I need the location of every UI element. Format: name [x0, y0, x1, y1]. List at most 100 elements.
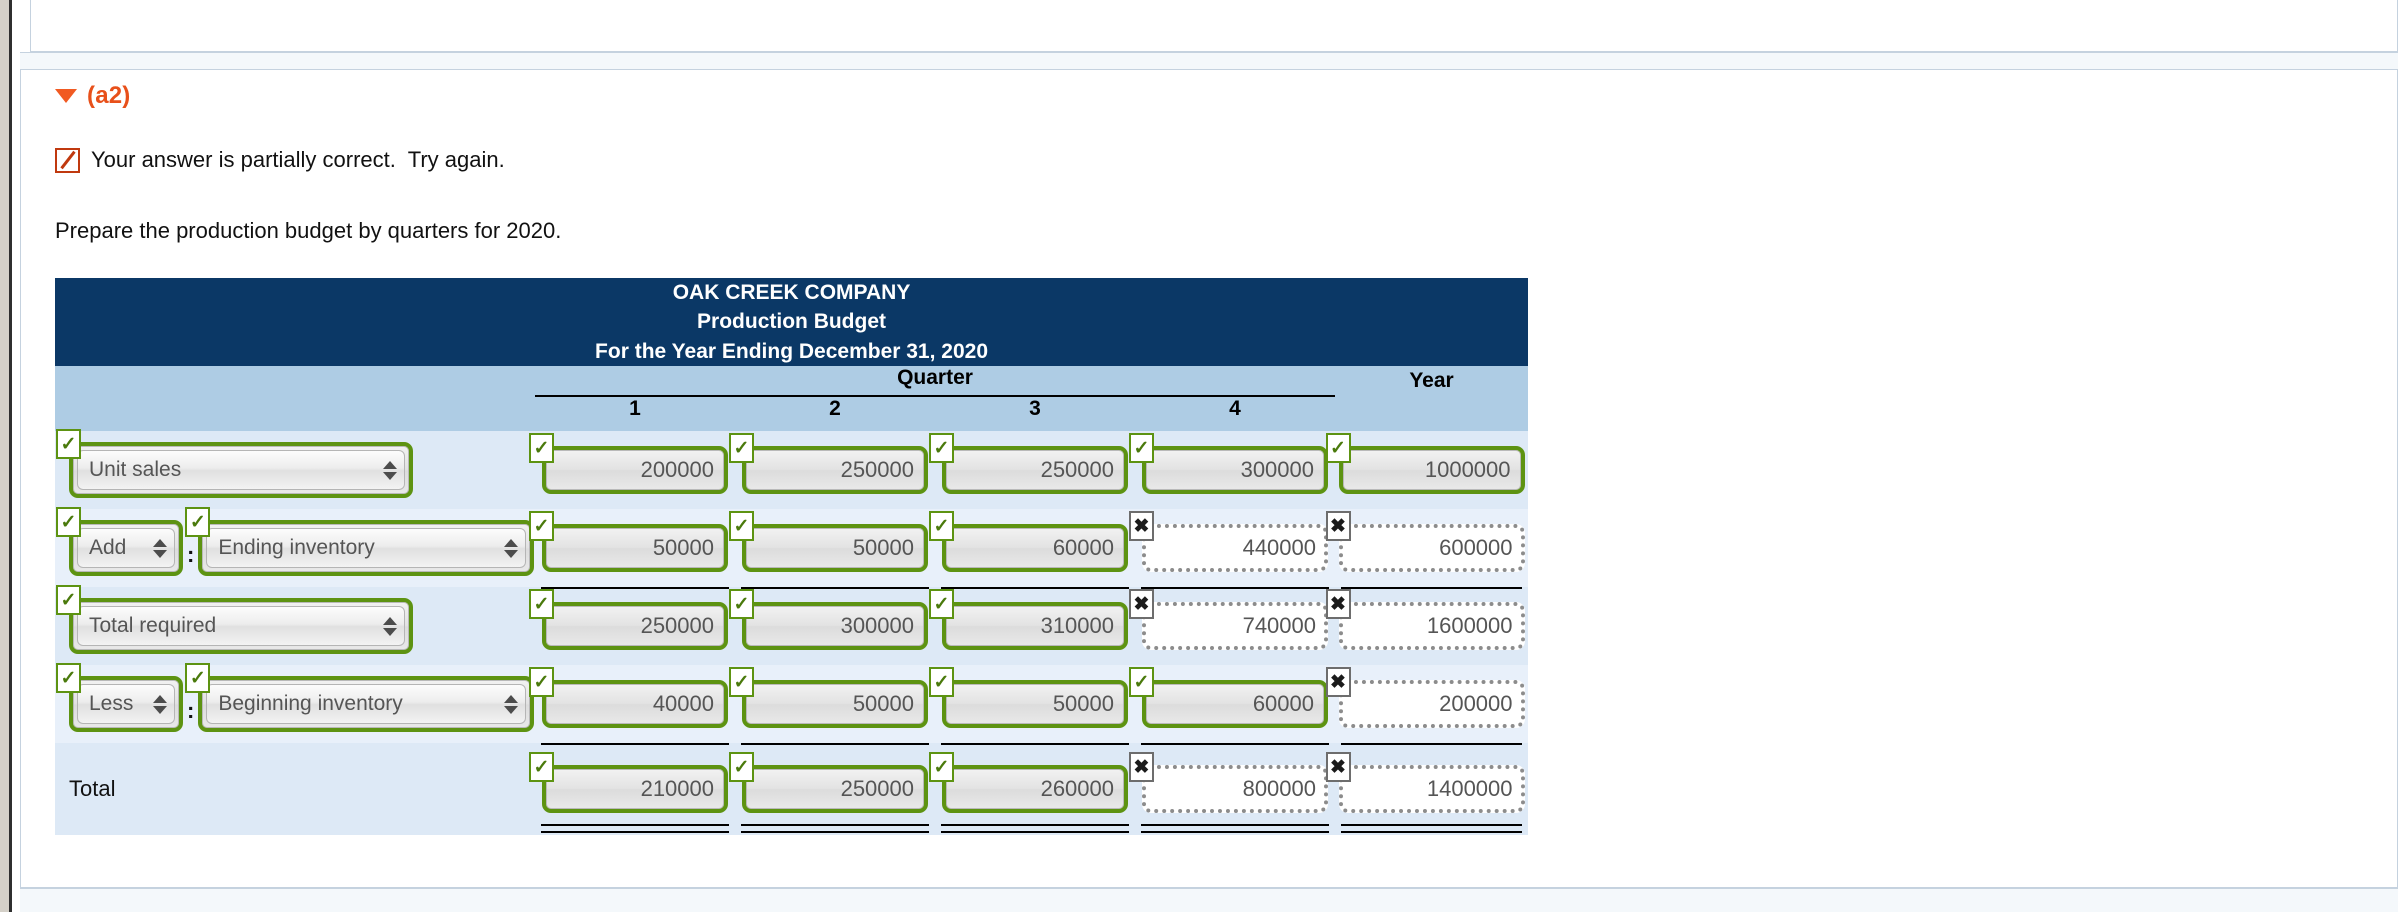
triangle-down-icon[interactable] — [55, 89, 77, 103]
partially-correct-icon — [55, 147, 80, 173]
correct-check-icon: ✓ — [56, 585, 81, 616]
amount-input[interactable]: 50000 — [652, 535, 714, 561]
correct-check-icon: ✓ — [729, 667, 754, 698]
amount-input[interactable]: 50000 — [852, 535, 914, 561]
amount-input[interactable]: 250000 — [1040, 457, 1114, 483]
amount-input[interactable]: 210000 — [640, 776, 714, 802]
quarter-header-4: 4 — [1229, 397, 1241, 421]
amount-input-wrapper[interactable]: ✓ 50000 — [529, 511, 728, 573]
amount-input[interactable]: 250000 — [640, 613, 714, 639]
amount-input[interactable]: 1400000 — [1426, 776, 1513, 802]
account-select-beginning-inventory[interactable]: ✓ Beginning inventory — [185, 663, 535, 733]
amount-input-wrapper[interactable]: ✓ 50000 — [729, 667, 928, 729]
correct-check-icon: ✓ — [929, 667, 954, 698]
table-title-band: OAK CREEK COMPANY Production Budget For … — [55, 278, 1529, 367]
label-separator: : — [187, 698, 195, 724]
year-column-header: Year — [1409, 369, 1454, 393]
correct-check-icon: ✓ — [1129, 433, 1154, 464]
chevron-updown-icon[interactable] — [153, 538, 167, 558]
amount-cell-year: ✖ 1600000 — [1325, 587, 1528, 665]
select-value: Total required — [89, 614, 217, 638]
chevron-updown-icon[interactable] — [504, 694, 519, 714]
group-header-row: Quarter Year — [55, 366, 1529, 392]
amount-input-wrapper[interactable]: ✖ 200000 — [1325, 667, 1525, 729]
amount-input-wrapper[interactable]: ✓ 50000 — [929, 667, 1128, 729]
amount-cell-year: ✖ 600000 — [1325, 509, 1528, 587]
amount-cell-q2: ✓ 50000 — [729, 665, 935, 743]
amount-input-wrapper[interactable]: ✓ 250000 — [729, 752, 928, 814]
title-line-period: For the Year Ending December 31, 2020 — [595, 339, 988, 363]
amount-cell-q2: ✓ 300000 — [729, 587, 935, 665]
correct-check-icon: ✓ — [729, 752, 754, 783]
amount-input-wrapper[interactable]: ✓ 60000 — [929, 511, 1128, 573]
chevron-updown-icon[interactable] — [383, 460, 397, 480]
part-a2-header[interactable]: (a2) — [55, 82, 130, 110]
incorrect-x-icon: ✖ — [1129, 752, 1154, 783]
amount-input[interactable]: 600000 — [1439, 535, 1513, 561]
select-value: Ending inventory — [218, 536, 375, 560]
amount-input-wrapper[interactable]: ✖ 600000 — [1325, 511, 1525, 573]
amount-input-wrapper[interactable]: ✓ 1000000 — [1325, 433, 1525, 495]
amount-input[interactable]: 200000 — [640, 457, 714, 483]
table-row: Total ✓ 210000 ✓ 250000 ✓ 260000 — [55, 743, 1529, 836]
amount-input-wrapper[interactable]: ✓ 210000 — [529, 752, 728, 814]
chevron-updown-icon[interactable] — [153, 694, 167, 714]
account-select-total-required[interactable]: ✓ Total required — [56, 585, 413, 655]
panel-separator — [20, 52, 2398, 70]
amount-input-wrapper[interactable]: ✓ 250000 — [729, 433, 928, 495]
quarter-group-header: Quarter — [897, 366, 973, 390]
amount-input[interactable]: 60000 — [1252, 691, 1314, 717]
quarter-number-row: 1 2 3 4 — [55, 396, 1529, 422]
amount-input[interactable]: 740000 — [1242, 613, 1316, 639]
amount-input[interactable]: 1000000 — [1424, 457, 1511, 483]
chevron-updown-icon[interactable] — [504, 538, 519, 558]
window-scroll-gutter[interactable] — [0, 0, 12, 912]
previous-question-panel — [30, 0, 2398, 52]
amount-input[interactable]: 50000 — [1052, 691, 1114, 717]
row-label-cell-ending-inventory: ✓ Add : ✓ Ending invent — [55, 507, 535, 587]
amount-input-wrapper[interactable]: ✓ 250000 — [529, 589, 728, 651]
operator-select-less[interactable]: ✓ Less — [56, 663, 183, 733]
amount-input[interactable]: 50000 — [852, 691, 914, 717]
amount-input-wrapper[interactable]: ✖ 800000 — [1129, 752, 1328, 814]
correct-check-icon: ✓ — [56, 507, 81, 538]
amount-input-wrapper[interactable]: ✖ 740000 — [1129, 589, 1328, 651]
amount-input-wrapper[interactable]: ✓ 40000 — [529, 667, 728, 729]
amount-input[interactable]: 60000 — [1052, 535, 1114, 561]
amount-input[interactable]: 300000 — [840, 613, 914, 639]
amount-input[interactable]: 40000 — [652, 691, 714, 717]
header-bottom-spacer-row — [55, 421, 1529, 432]
amount-input[interactable]: 1600000 — [1426, 613, 1513, 639]
amount-input[interactable]: 300000 — [1240, 457, 1314, 483]
amount-input-wrapper[interactable]: ✖ 1400000 — [1325, 752, 1525, 814]
amount-input-wrapper[interactable]: ✓ 200000 — [529, 433, 728, 495]
correct-check-icon: ✓ — [729, 433, 754, 464]
amount-input-wrapper[interactable]: ✖ 440000 — [1129, 511, 1328, 573]
amount-input[interactable]: 800000 — [1242, 776, 1316, 802]
amount-input-wrapper[interactable]: ✓ 260000 — [929, 752, 1128, 814]
feedback-text: Your answer is partially correct. Try ag… — [91, 147, 505, 172]
amount-input[interactable]: 260000 — [1040, 776, 1114, 802]
chevron-updown-icon[interactable] — [383, 616, 397, 636]
amount-input-wrapper[interactable]: ✓ 300000 — [1129, 433, 1328, 495]
amount-input-wrapper[interactable]: ✓ 250000 — [929, 433, 1128, 495]
account-select-unit-sales[interactable]: ✓ Unit sales — [56, 429, 413, 499]
amount-input[interactable]: 310000 — [1040, 613, 1114, 639]
amount-input-wrapper[interactable]: ✓ 300000 — [729, 589, 928, 651]
quarter-header-3: 3 — [1029, 397, 1041, 421]
amount-input-wrapper[interactable]: ✓ 50000 — [729, 511, 928, 573]
amount-input[interactable]: 440000 — [1242, 535, 1316, 561]
account-select-ending-inventory[interactable]: ✓ Ending inventory — [185, 507, 535, 577]
amount-input[interactable]: 250000 — [840, 457, 914, 483]
amount-input-wrapper[interactable]: ✓ 310000 — [929, 589, 1128, 651]
header-blank-cell-3 — [55, 396, 535, 421]
amount-input[interactable]: 200000 — [1439, 691, 1513, 717]
amount-input-wrapper[interactable]: ✖ 1600000 — [1325, 589, 1525, 651]
amount-input-wrapper[interactable]: ✓ 60000 — [1129, 667, 1328, 729]
amount-cell-q3: ✓ 250000 — [929, 431, 1135, 509]
correct-check-icon: ✓ — [929, 511, 954, 542]
amount-input[interactable]: 250000 — [840, 776, 914, 802]
correct-check-icon: ✓ — [1325, 433, 1351, 464]
operator-select-add[interactable]: ✓ Add — [56, 507, 183, 577]
feedback-row: Your answer is partially correct. Try ag… — [55, 147, 505, 173]
